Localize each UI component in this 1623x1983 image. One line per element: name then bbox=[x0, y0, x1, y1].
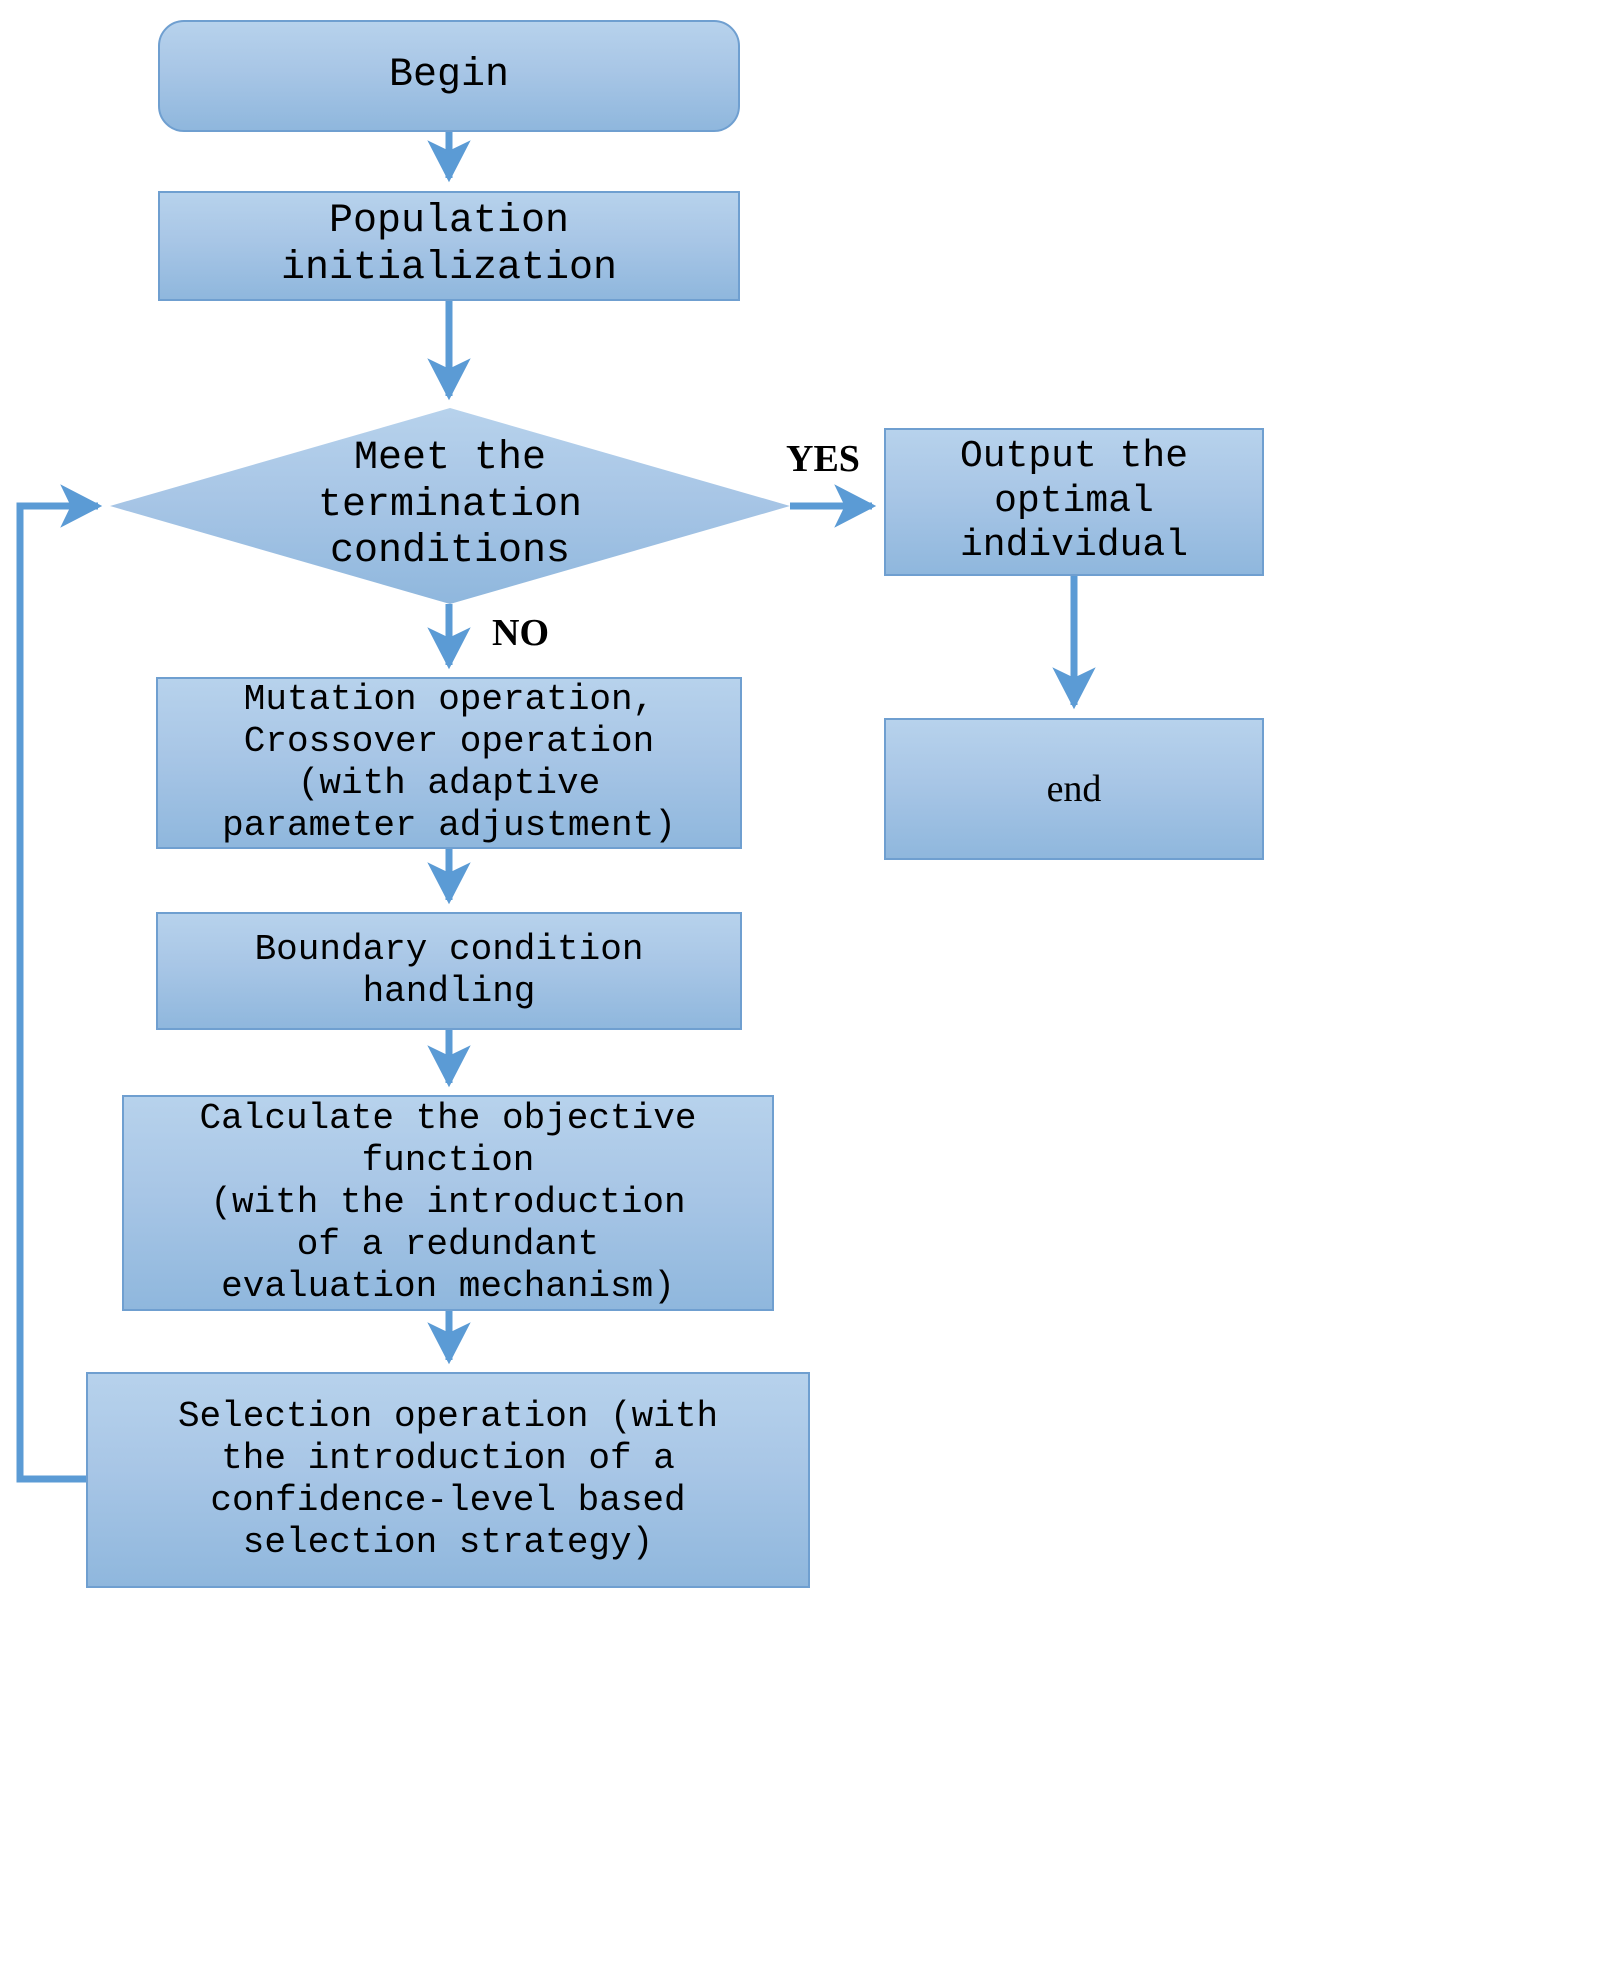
node-boundary-condition-handling[interactable]: Boundary condition handling bbox=[156, 912, 742, 1030]
node-end-label: end bbox=[1046, 767, 1102, 810]
node-output-optimal-individual-label: Output the optimal individual bbox=[959, 435, 1189, 568]
edge-selection-feedback-to-decision bbox=[16, 484, 103, 1483]
node-population-initialization-label: Population initialization bbox=[280, 199, 618, 291]
node-mutation-crossover-operation[interactable]: Mutation operation, Crossover operation … bbox=[156, 677, 742, 849]
node-boundary-condition-handling-label: Boundary condition handling bbox=[254, 928, 644, 1012]
edge-label-no: NO bbox=[492, 612, 549, 654]
edge-label-yes: YES bbox=[786, 438, 860, 480]
node-calculate-objective-function-label: Calculate the objective function (with t… bbox=[199, 1097, 697, 1308]
node-begin-label: Begin bbox=[388, 52, 510, 98]
node-begin[interactable]: Begin bbox=[158, 20, 740, 132]
node-end[interactable]: end bbox=[884, 718, 1264, 860]
node-decision-label: Meet the termination conditions bbox=[317, 435, 583, 575]
node-decision-termination-conditions[interactable]: Meet the termination conditions bbox=[110, 408, 790, 604]
node-mutation-crossover-operation-label: Mutation operation, Crossover operation … bbox=[222, 678, 676, 847]
node-selection-operation-label: Selection operation (with the introducti… bbox=[177, 1395, 719, 1564]
node-population-initialization[interactable]: Population initialization bbox=[158, 191, 740, 301]
node-calculate-objective-function[interactable]: Calculate the objective function (with t… bbox=[122, 1095, 774, 1311]
node-output-optimal-individual[interactable]: Output the optimal individual bbox=[884, 428, 1264, 576]
node-selection-operation[interactable]: Selection operation (with the introducti… bbox=[86, 1372, 810, 1588]
